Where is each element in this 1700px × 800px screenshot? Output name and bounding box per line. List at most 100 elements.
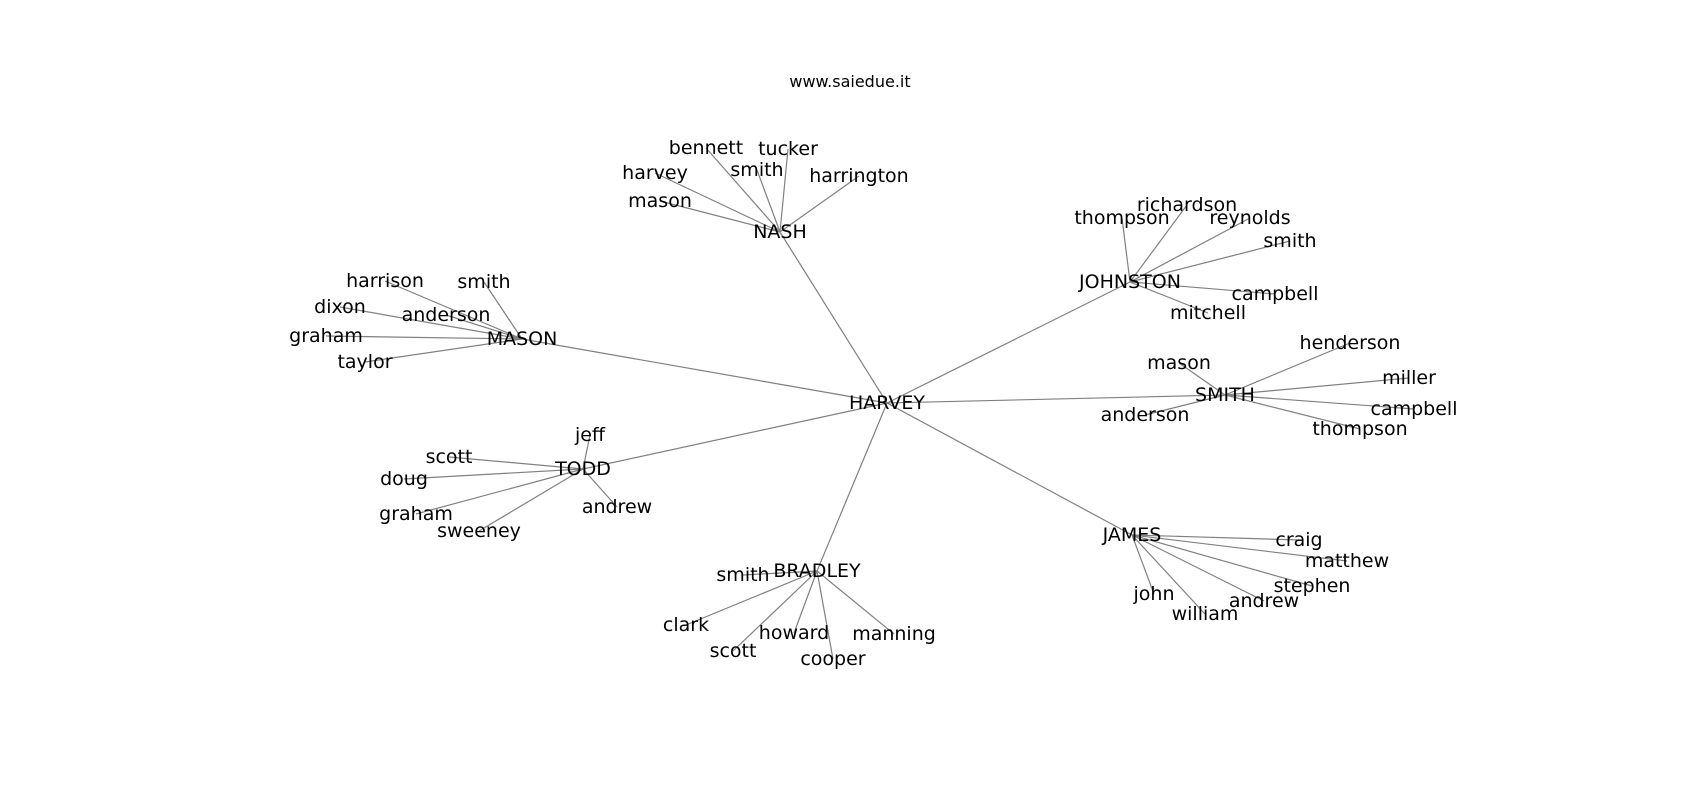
edge-mason-dixon: [339, 306, 523, 340]
edge-mason-graham: [325, 335, 523, 340]
leaf-node-james-william: william: [1172, 603, 1239, 625]
root-node: HARVEY: [849, 392, 925, 414]
edge-smith-anderson: [1144, 394, 1226, 416]
edge-mason-harrison: [384, 280, 523, 340]
edge-root-johnston: [886, 281, 1131, 404]
edge-james-stephen: [1131, 534, 1313, 587]
leaf-node-james-matthew: matthew: [1305, 550, 1389, 572]
edge-johnston-mitchell: [1129, 281, 1209, 314]
leaf-node-james-craig: craig: [1275, 529, 1322, 551]
cluster-node-bradley: BRADLEY: [773, 560, 861, 582]
leaf-node-todd-graham: graham: [379, 503, 453, 525]
leaf-node-smith-campbell: campbell: [1371, 398, 1458, 420]
edge-smith-mason: [1178, 362, 1226, 396]
edge-bradley-howard: [793, 570, 818, 634]
leaf-node-johnston-thompson: thompson: [1074, 207, 1169, 229]
edge-todd-sweeney: [478, 468, 584, 532]
edge-todd-graham: [415, 468, 584, 515]
leaf-node-bradley-manning: manning: [852, 623, 936, 645]
edge-nash-mason: [659, 200, 781, 233]
edge-todd-andrew: [582, 468, 618, 508]
leaf-node-todd-jeff: jeff: [574, 424, 606, 446]
edge-johnston-smith: [1129, 240, 1291, 283]
edge-bradley-scott: [732, 570, 818, 652]
leaf-node-nash-mason: mason: [628, 190, 692, 212]
edge-smith-henderson: [1224, 342, 1351, 396]
edge-nash-tucker: [779, 148, 789, 233]
leaf-node-todd-sweeney: sweeney: [437, 520, 521, 542]
leaf-node-mason-taylor: taylor: [337, 351, 392, 373]
edge-nash-smith: [756, 169, 781, 233]
edge-root-james: [886, 402, 1133, 536]
leaf-node-johnston-mitchell: mitchell: [1170, 302, 1246, 324]
edge-james-matthew: [1131, 534, 1348, 562]
leaf-node-johnston-richardson: richardson: [1137, 194, 1237, 216]
edge-bradley-manning: [816, 570, 895, 635]
leaf-node-todd-scott: scott: [426, 446, 473, 468]
edges-layer: [325, 147, 1415, 660]
leaf-node-nash-harrington: harrington: [809, 165, 908, 187]
leaf-node-mason-smith: smith: [457, 271, 510, 293]
leaf-node-nash-harvey: harvey: [622, 162, 688, 184]
cluster-node-smith: SMITH: [1195, 384, 1255, 406]
edge-root-smith: [886, 394, 1226, 404]
edge-bradley-smith: [742, 570, 818, 576]
leaf-node-smith-thompson: thompson: [1312, 418, 1407, 440]
leaf-node-bradley-clark: clark: [663, 614, 709, 636]
edge-smith-miller: [1224, 377, 1410, 396]
edge-root-nash: [779, 231, 888, 404]
leaf-node-nash-bennett: bennett: [669, 137, 743, 159]
labels-layer: HARVEY NASH bennett tucker harvey smith harrin…: [289, 137, 1457, 670]
edge-johnston-thompson: [1121, 217, 1131, 283]
edge-root-mason: [521, 338, 888, 404]
leaf-node-nash-tucker: tucker: [758, 138, 818, 160]
leaf-node-james-stephen: stephen: [1274, 575, 1351, 597]
leaf-node-nash-smith: smith: [730, 159, 783, 181]
leaf-node-smith-anderson: anderson: [1101, 404, 1190, 426]
leaf-node-smith-mason: mason: [1147, 352, 1211, 374]
edge-james-andrew: [1131, 534, 1265, 602]
cluster-node-todd: TODD: [554, 458, 611, 480]
cluster-node-mason: MASON: [487, 328, 558, 350]
edge-mason-taylor: [364, 338, 523, 363]
edge-james-william: [1131, 534, 1206, 615]
edge-mason-smith: [483, 281, 523, 340]
leaf-node-james-john: john: [1133, 583, 1175, 605]
edge-johnston-reynolds: [1129, 217, 1251, 283]
cluster-node-james: JAMES: [1102, 524, 1162, 546]
edge-todd-jeff: [582, 434, 591, 470]
leaf-node-johnston-reynolds: reynolds: [1209, 207, 1290, 229]
cluster-node-nash: NASH: [753, 221, 807, 243]
leaf-node-mason-harrison: harrison: [346, 270, 424, 292]
edge-james-craig: [1131, 534, 1300, 541]
edge-mason-anderson: [445, 314, 523, 340]
edge-james-john: [1131, 534, 1155, 595]
edge-bradley-cooper: [816, 570, 834, 660]
edge-bradley-clark: [685, 570, 818, 626]
edge-smith-campbell: [1224, 394, 1415, 410]
edge-smith-thompson: [1224, 394, 1361, 430]
edge-todd-doug: [403, 468, 584, 480]
leaf-node-mason-anderson: anderson: [402, 304, 491, 326]
leaf-node-johnston-campbell: campbell: [1232, 283, 1319, 305]
edge-root-bradley: [816, 402, 888, 572]
leaf-node-bradley-cooper: cooper: [800, 648, 865, 670]
leaf-node-james-andrew: andrew: [1229, 590, 1299, 612]
edge-todd-scott: [448, 456, 584, 470]
leaf-node-mason-dixon: dixon: [314, 296, 366, 318]
leaf-node-todd-andrew: andrew: [582, 496, 652, 518]
edge-johnston-campbell: [1129, 281, 1276, 295]
leaf-node-bradley-howard: howard: [759, 622, 829, 644]
edge-johnston-richardson: [1129, 204, 1188, 283]
leaf-node-smith-henderson: henderson: [1300, 332, 1401, 354]
leaf-node-bradley-smith: smith: [716, 564, 769, 586]
cluster-node-johnston: JOHNSTON: [1078, 271, 1181, 293]
leaf-node-johnston-smith: smith: [1263, 230, 1316, 252]
leaf-node-bradley-scott: scott: [710, 640, 757, 662]
edge-nash-harrington: [779, 175, 860, 233]
edge-nash-bennett: [705, 147, 781, 233]
edge-root-todd: [582, 402, 888, 470]
site-title: www.saiedue.it: [789, 72, 911, 91]
leaf-node-todd-doug: doug: [380, 468, 428, 490]
